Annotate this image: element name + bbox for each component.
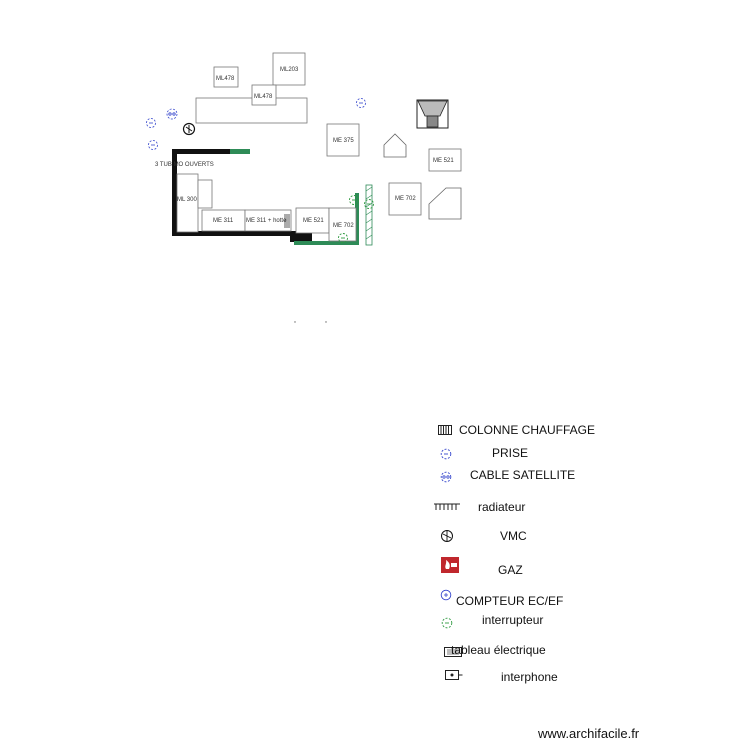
satellite-cable-icon	[440, 471, 452, 483]
intercom-icon	[445, 670, 463, 680]
switch-icon	[441, 617, 453, 629]
label-me702-bottom: ME 702	[333, 223, 354, 229]
label-me311-hotte: ME 311 + hotte	[246, 218, 287, 224]
furniture-me375	[326, 123, 360, 157]
legend-label-gas: GAZ	[498, 563, 523, 577]
unit-me311-hotte	[244, 209, 292, 232]
unit-me702-bottom	[328, 207, 357, 242]
label-ml478-a: ML478	[216, 76, 235, 82]
legend-label-socket: PRISE	[492, 446, 529, 460]
socket-icon	[356, 98, 366, 108]
hood-funnel	[417, 100, 448, 117]
furniture-ml478-b	[251, 84, 277, 106]
wall-left	[172, 149, 177, 235]
unit-ml300	[176, 173, 199, 233]
label-ml203: ML203	[280, 67, 299, 73]
furniture-ml203	[272, 52, 306, 86]
switch-icon	[364, 199, 374, 209]
gas-icon	[441, 557, 459, 573]
label-ml478-b: ML478	[254, 94, 273, 100]
unit-ml300-door	[197, 179, 213, 209]
label-me311: ME 311	[213, 218, 234, 224]
hatch-lines	[365, 186, 373, 240]
wall-bottom	[172, 231, 293, 236]
house-shaped-item	[383, 133, 407, 158]
furniture-me521-right	[428, 148, 462, 172]
furniture-ml478-a	[213, 66, 239, 88]
hood-center	[426, 115, 439, 128]
green-wall-right	[355, 193, 359, 245]
label-ml300: ML 300	[177, 197, 197, 203]
legend-label-intercom: interphone	[501, 670, 558, 684]
radiator-icon	[284, 214, 290, 228]
socket-icon	[440, 448, 452, 460]
corner-unit	[428, 187, 462, 220]
green-wall-bottom	[294, 241, 359, 245]
legend-label-satellite-cable: CABLE SATELLITE	[470, 468, 576, 482]
legend-label-switch: interrupteur	[482, 613, 544, 627]
label-me702-right: ME 702	[395, 196, 416, 202]
furniture-long-cabinet	[195, 97, 308, 124]
vmc-icon	[182, 122, 196, 136]
watermark-link[interactable]: www.archifacile.fr	[538, 726, 640, 741]
socket-icon	[148, 140, 158, 150]
label-me375: ME 375	[333, 138, 354, 144]
water-meter-icon	[440, 589, 452, 601]
mark-dot	[325, 321, 327, 323]
switch-icon	[349, 195, 359, 205]
furniture-me702-right	[388, 182, 422, 216]
socket-icon	[146, 118, 156, 128]
electrical-panel-icon	[444, 647, 462, 657]
legend-label-water-meter: COMPTEUR EC/EF	[456, 594, 564, 608]
label-me521-right: ME 521	[433, 158, 454, 164]
wall-bottom-block	[290, 231, 312, 242]
vmc-icon	[441, 530, 453, 542]
wall-top	[172, 149, 230, 154]
label-note-open: 3 TUB MO OUVERTS	[155, 162, 214, 168]
heating-column-icon	[438, 425, 452, 435]
radiator-icon	[434, 503, 460, 510]
legend-label-electrical-panel: tableau électrique	[451, 643, 546, 657]
hatched-partition	[365, 184, 373, 246]
green-wall-top	[230, 149, 250, 154]
satellite-cable-icon	[166, 108, 178, 120]
legend-label-radiator: radiateur	[478, 500, 526, 514]
mark-dot	[294, 321, 296, 323]
legend-label-heating-column: COLONNE CHAUFFAGE	[459, 423, 596, 437]
label-me521-bottom: ME 521	[303, 218, 324, 224]
legend-label-vmc: VMC	[500, 529, 527, 543]
switch-icon	[338, 233, 348, 243]
